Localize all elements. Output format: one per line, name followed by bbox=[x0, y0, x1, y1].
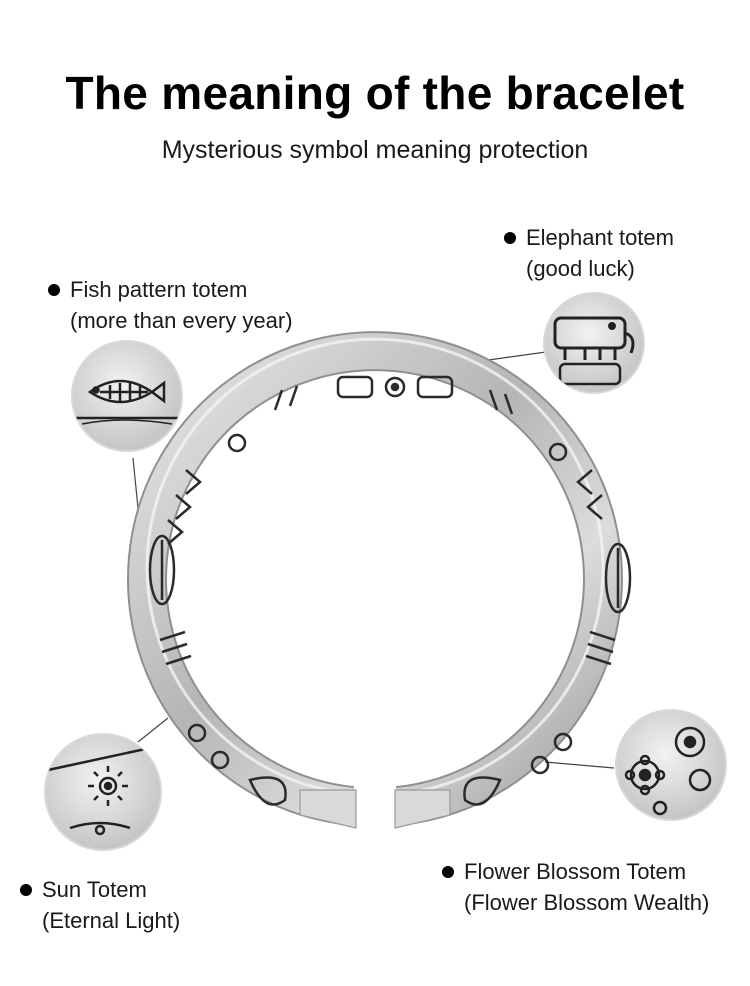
flower-icon bbox=[624, 754, 666, 796]
callout-flower-name: Flower Blossom Totem bbox=[464, 859, 687, 884]
page-title: The meaning of the bracelet bbox=[65, 67, 685, 119]
bullet-dot bbox=[48, 284, 60, 296]
page-subtitle: Mysterious symbol meaning protection bbox=[161, 136, 589, 164]
bullet-dot bbox=[20, 884, 32, 896]
callout-sun-name: Sun Totem bbox=[42, 877, 147, 902]
bracelet-right-end bbox=[394, 789, 451, 829]
callout-elephant-meaning: (good luck) bbox=[526, 256, 635, 281]
bullet-dot bbox=[504, 232, 516, 244]
callout-sun: Sun Totem (Eternal Light) bbox=[20, 874, 180, 936]
bullet-dot bbox=[442, 866, 454, 878]
sun-detail-circle bbox=[44, 733, 162, 851]
callout-sun-meaning: (Eternal Light) bbox=[42, 908, 181, 933]
flower-leader-line bbox=[544, 761, 615, 769]
flower-detail-circle bbox=[615, 709, 727, 821]
bracelet-left-end bbox=[299, 789, 357, 829]
sun-icon bbox=[88, 766, 128, 806]
elephant-icon bbox=[553, 316, 635, 360]
callout-elephant-name: Elephant totem bbox=[526, 225, 674, 250]
callout-fish-name: Fish pattern totem bbox=[70, 277, 248, 302]
bracelet-engravings bbox=[148, 375, 632, 806]
callout-fish-meaning: (more than every year) bbox=[70, 308, 293, 333]
callout-flower-meaning: (Flower Blossom Wealth) bbox=[464, 890, 710, 915]
fish-detail-circle bbox=[71, 340, 183, 452]
callout-elephant: Elephant totem (good luck) bbox=[504, 222, 674, 284]
sun-leader-line bbox=[137, 717, 169, 743]
bracelet bbox=[127, 331, 632, 829]
callout-fish: Fish pattern totem (more than every year… bbox=[48, 274, 293, 336]
elephant-detail-circle bbox=[543, 292, 645, 394]
callout-flower: Flower Blossom Totem (Flower Blossom Wea… bbox=[442, 856, 709, 918]
